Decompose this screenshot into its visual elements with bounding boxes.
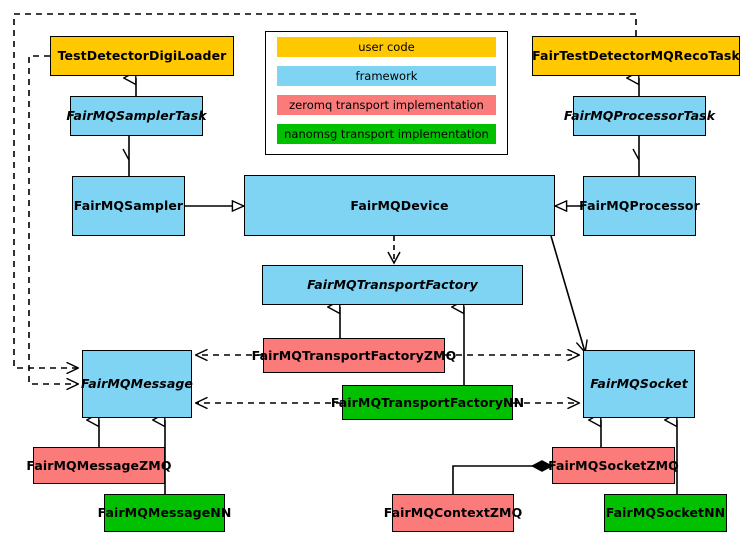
- class-node-fairmqtransportfactorynn[interactable]: FairMQTransportFactoryNN: [331, 385, 524, 420]
- legend-label-framework: framework: [355, 69, 418, 83]
- class-node-fairmqcontextzmq[interactable]: FairMQContextZMQ: [384, 494, 522, 532]
- class-node-fairtestdetectormqrecotask[interactable]: FairTestDetectorMQRecoTask: [532, 36, 740, 76]
- class-node-fairmqmessagenn[interactable]: FairMQMessageNN: [98, 494, 231, 532]
- class-node-fairmqsampler[interactable]: FairMQSampler: [72, 176, 185, 236]
- edge-device-to-socket: [550, 235, 585, 352]
- legend-item-framework: framework: [277, 66, 496, 86]
- class-node-fairmqsocketnn[interactable]: FairMQSocketNN: [604, 494, 727, 532]
- class-node-fairmqsocket[interactable]: FairMQSocket: [583, 350, 695, 418]
- class-node-fairmqprocessor[interactable]: FairMQProcessor: [579, 176, 700, 236]
- legend-label-nanomsg: nanomsg transport implementation: [284, 127, 489, 141]
- edge-contextzmq-to-socketzmq: [452, 466, 552, 494]
- legend-item-user-code: user code: [277, 37, 496, 57]
- class-node-fairmqtransportfactoryzmq[interactable]: FairMQTransportFactoryZMQ: [252, 338, 456, 373]
- class-node-fairmqmessage[interactable]: FairMQMessage: [81, 350, 193, 418]
- class-node-fairmqmessagezmq[interactable]: FairMQMessageZMQ: [26, 447, 171, 484]
- legend-label-zeromq: zeromq transport implementation: [289, 98, 484, 112]
- class-node-fairmqprocessortask[interactable]: FairMQProcessorTask: [564, 96, 715, 136]
- class-node-fairmqsamplertask[interactable]: FairMQSamplerTask: [66, 96, 207, 136]
- legend-label-user-code: user code: [358, 40, 415, 54]
- class-node-fairmqsocketzmq[interactable]: FairMQSocketZMQ: [548, 447, 679, 484]
- class-node-fairmqdevice[interactable]: FairMQDevice: [244, 175, 555, 236]
- class-node-fairmqtransportfactory[interactable]: FairMQTransportFactory: [262, 265, 523, 305]
- legend-item-nanomsg: nanomsg transport implementation: [277, 124, 496, 144]
- legend-item-zeromq: zeromq transport implementation: [277, 95, 496, 115]
- class-node-testdetectordigiloader[interactable]: TestDetectorDigiLoader: [50, 36, 234, 76]
